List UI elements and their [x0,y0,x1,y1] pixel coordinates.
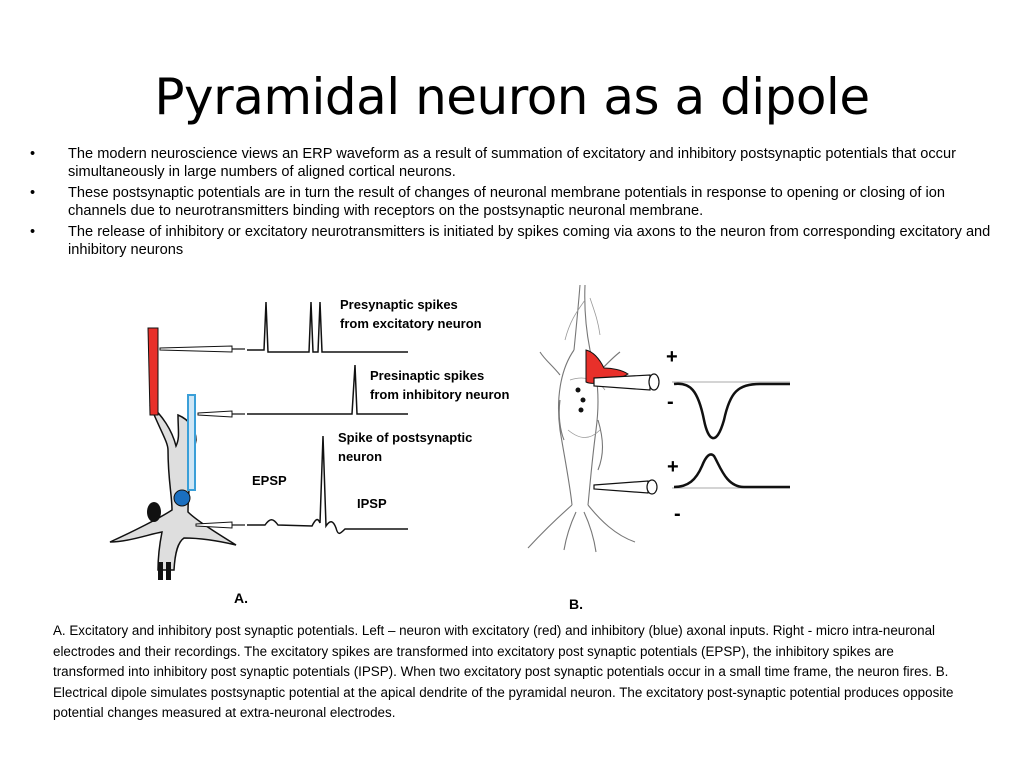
bullet-item: • The modern neuroscience views an ERP w… [30,146,1005,181]
bullet-item: • These postsynaptic potentials are in t… [30,185,1005,220]
trace3-label-line1: Spike of postsynaptic [338,430,472,445]
excitatory-axon [147,327,159,416]
waveform-negative [673,382,790,440]
cell-marker-2 [580,397,586,403]
trace-postsynaptic [247,435,408,535]
plus-bottom: + [667,456,679,478]
epsp-label: EPSP [252,473,287,488]
inhibitory-axon [187,394,196,491]
trace2-label-line2: from inhibitory neuron [370,387,509,402]
pyramidal-neuron-b [527,284,636,553]
trace2-label-line1: Presinaptic spikes [370,368,484,383]
bullet-symbol: • [30,185,36,201]
cell-marker-3 [578,407,584,413]
panel-b-label: B. [569,596,583,612]
trace3-label-line2: neuron [338,449,382,464]
figure-svg: Presynaptic spikes from excitatory neuro… [109,284,790,612]
panel-a-label: A. [234,590,248,606]
bullet-symbol: • [30,146,36,162]
dendrite-tuft-b [564,297,606,438]
slide-title: Pyramidal neuron as a dipole [154,68,870,126]
trace-excitatory-spikes [247,301,408,353]
trace1-label-line1: Presynaptic spikes [340,297,458,312]
bullet-text: These postsynaptic potentials are in tur… [68,185,945,219]
bullet-text: The release of inhibitory or excitatory … [68,224,991,258]
neuron-figure: Presynaptic spikes from excitatory neuro… [0,280,1024,620]
axon-stub-right [166,562,171,580]
nucleus-a [147,502,161,522]
trace1-label-line2: from excitatory neuron [340,316,482,331]
bullet-list: • The modern neuroscience views an ERP w… [30,146,1005,263]
electrode-1 [159,345,245,353]
panel-a: Presynaptic spikes from excitatory neuro… [109,297,509,606]
pyramidal-neuron-a [109,404,237,571]
axon-stub-left [158,562,163,580]
minus-bottom: - [674,503,681,525]
minus-top: - [667,391,674,413]
cell-marker-1 [575,387,581,393]
plus-top: + [666,346,678,368]
waveform-positive [673,453,790,489]
bullet-item: • The release of inhibitory or excitator… [30,224,1005,259]
ipsp-label: IPSP [357,496,387,511]
figure-caption: A. Excitatory and inhibitory post synapt… [53,623,954,721]
trace-inhibitory-spikes [247,364,408,415]
electrode-b-bottom [593,479,658,495]
inhibitory-synapse [173,489,191,507]
bullet-text: The modern neuroscience views an ERP wav… [68,146,956,180]
electrode-2 [197,410,245,418]
electrode-b-top [593,373,660,391]
bullet-symbol: • [30,224,36,240]
electrode-3 [195,521,245,529]
panel-b: + - + - B. [527,284,790,612]
